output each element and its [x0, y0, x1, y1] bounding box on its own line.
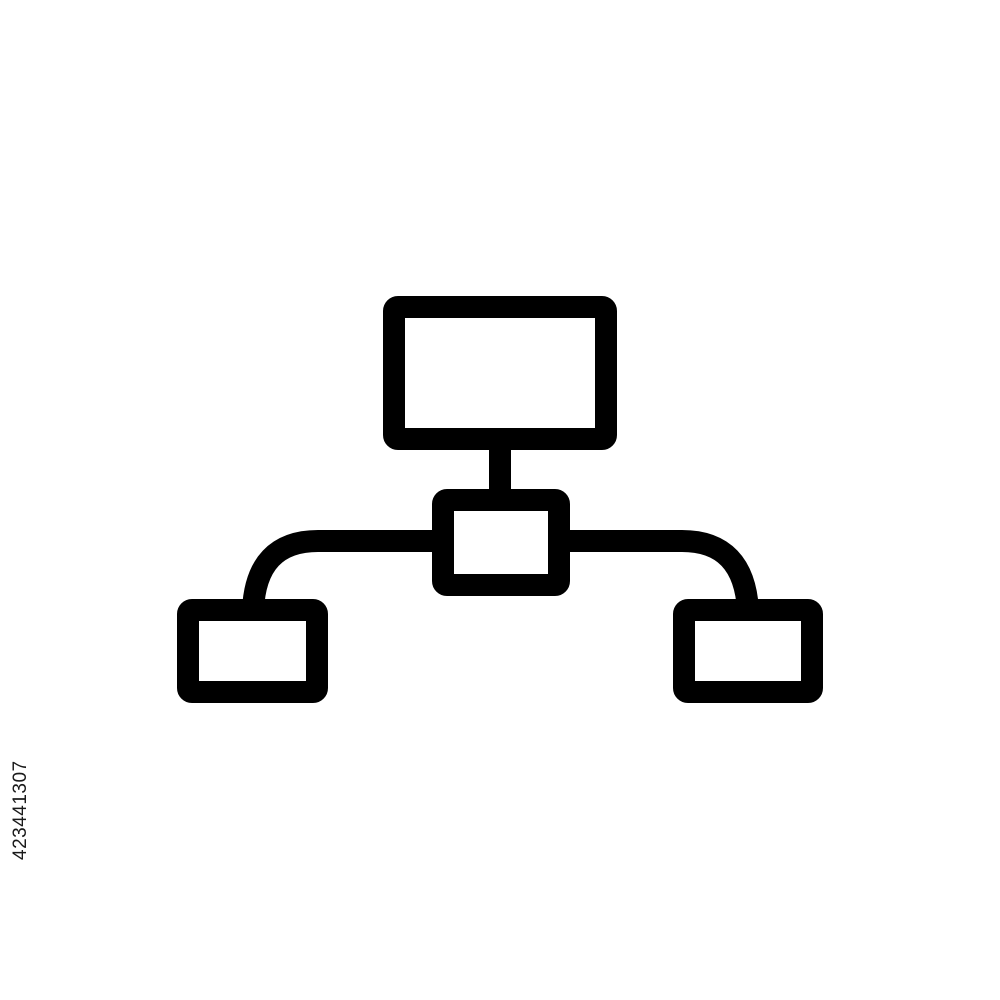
left-branch-connector: [242, 530, 454, 621]
right-branch-connector: [548, 530, 759, 621]
center-node-box: [432, 489, 570, 596]
stock-id-label: 423441307: [10, 760, 31, 860]
top-node-box: [383, 296, 617, 450]
right-node-box: [673, 599, 823, 703]
left-node-box: [177, 599, 328, 703]
